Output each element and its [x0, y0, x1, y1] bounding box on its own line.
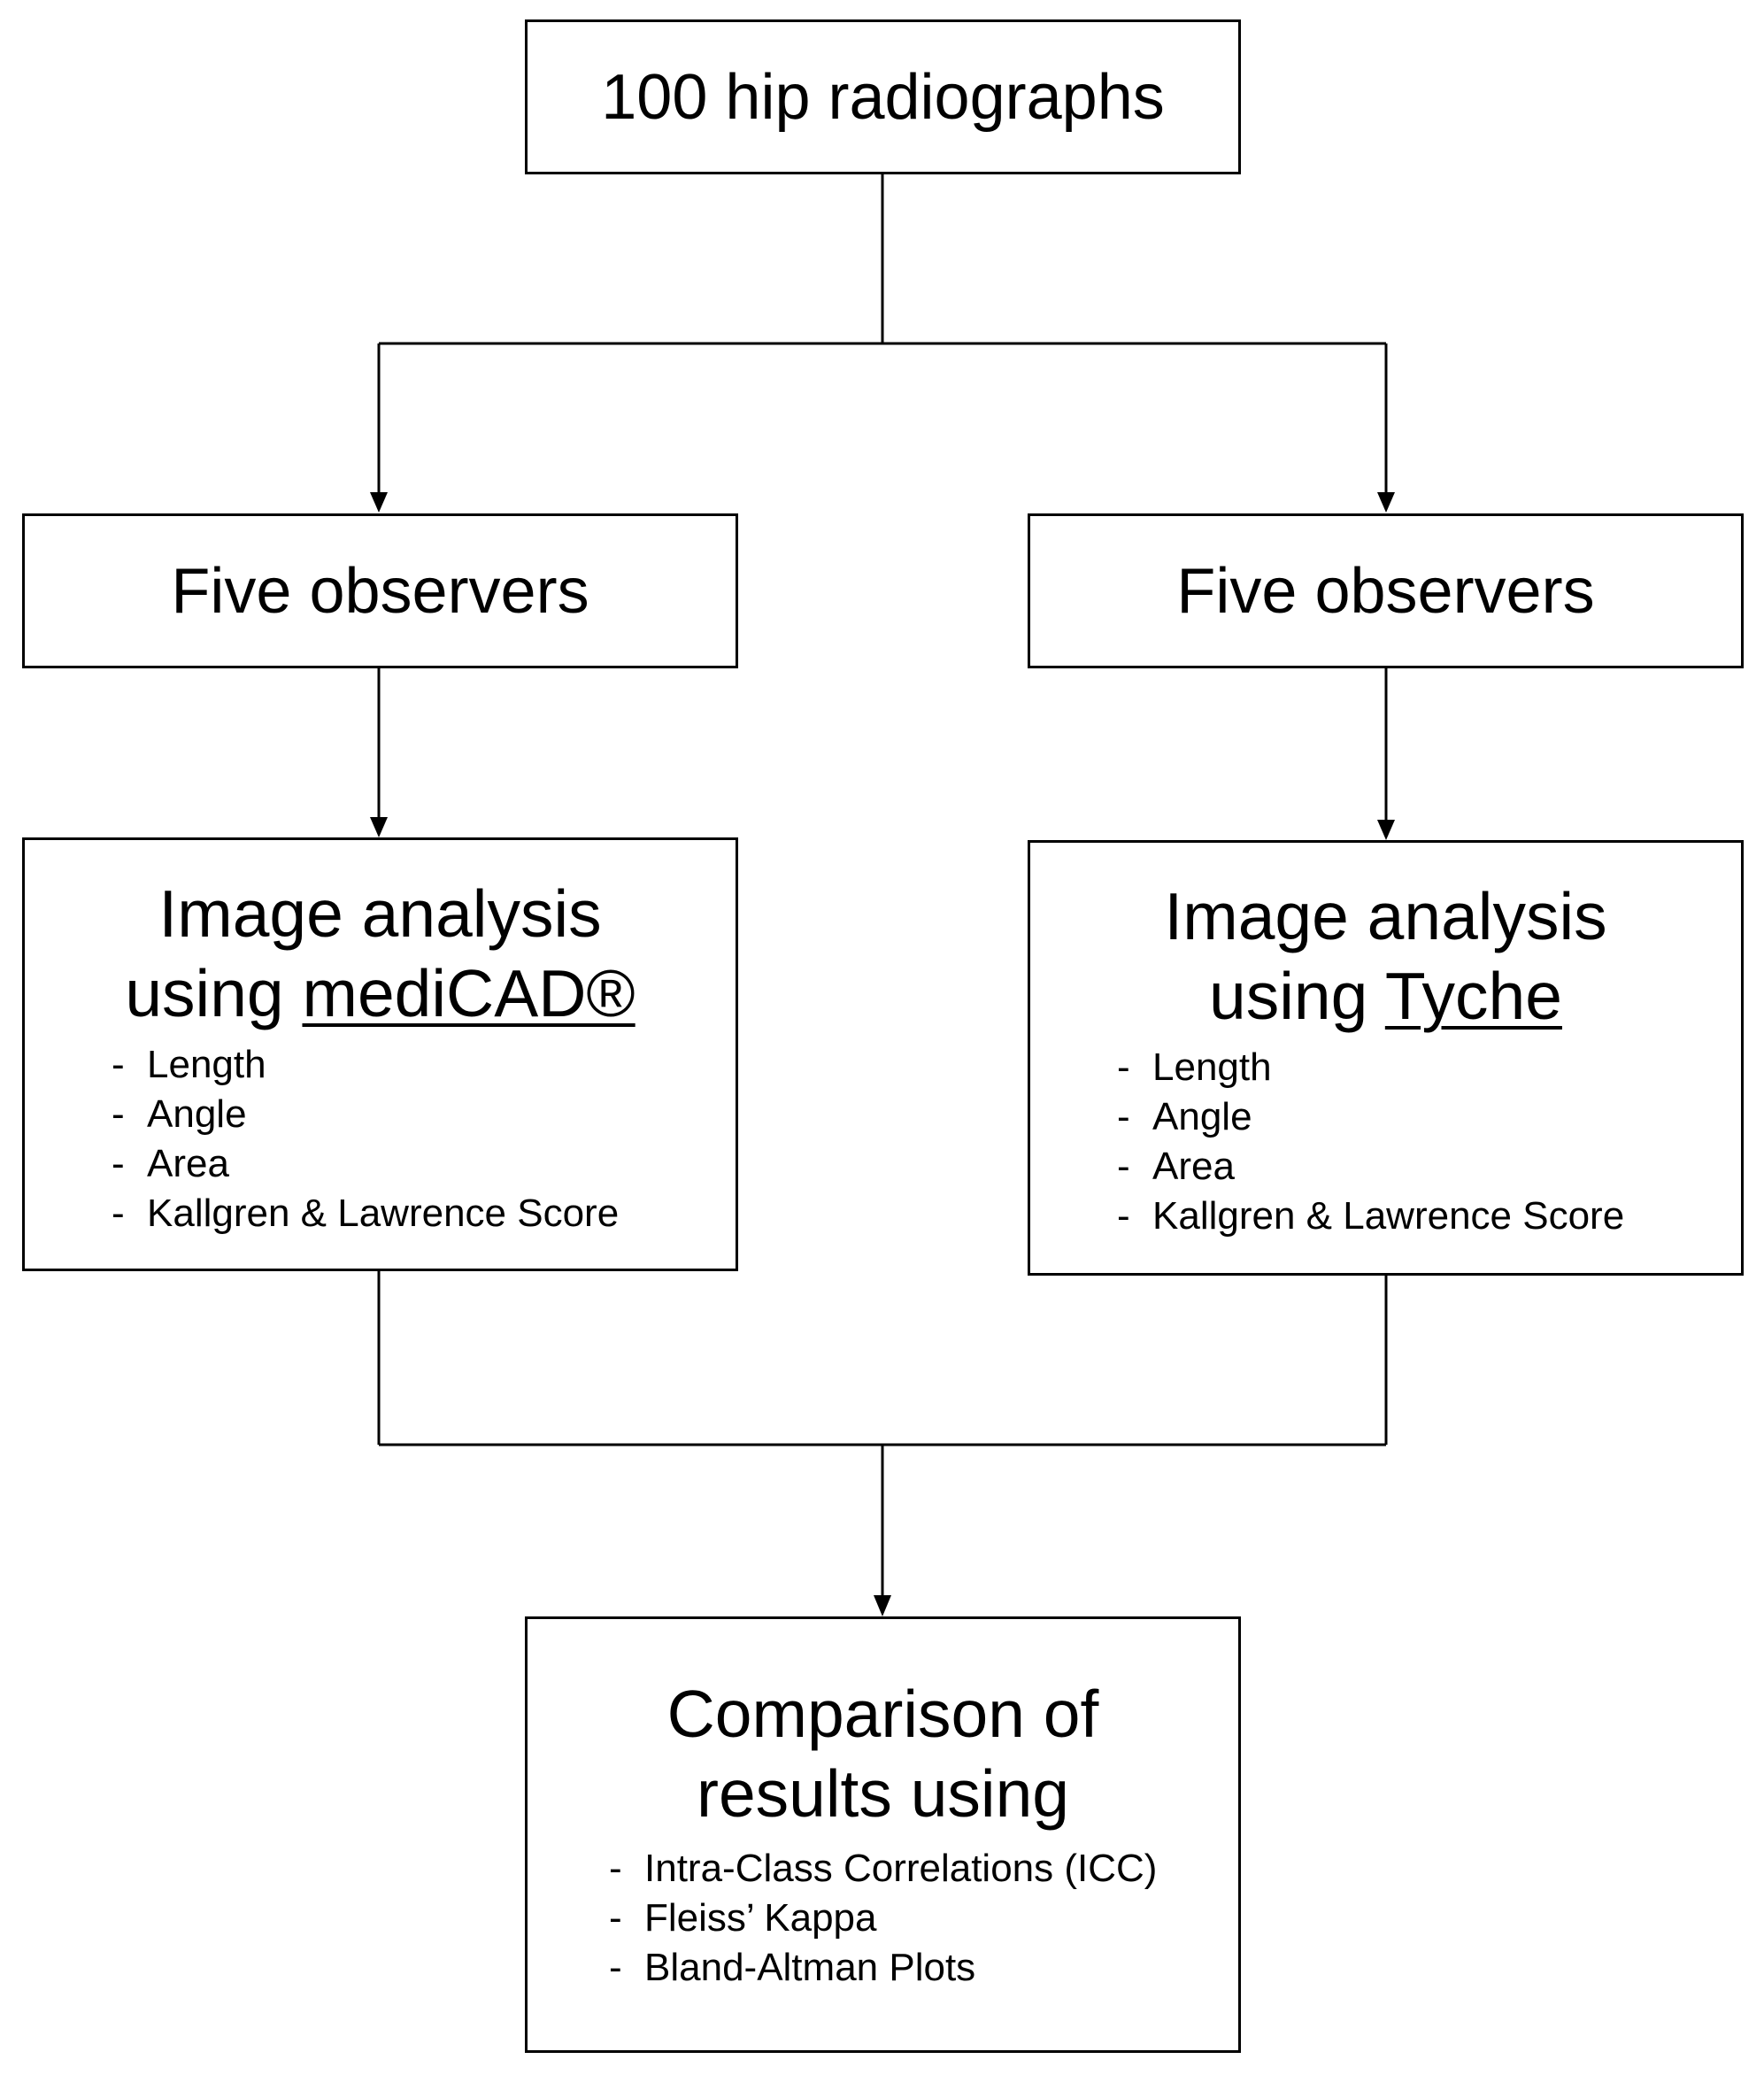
list-item: -Fleiss’ Kappa	[609, 1896, 877, 1940]
list-item: -Length	[1117, 1045, 1272, 1089]
arrowhead-right-observers	[1377, 492, 1395, 513]
right-analysis-prefix: using	[1209, 959, 1385, 1033]
left-analysis-prefix: using	[125, 956, 303, 1030]
list-item: -Bland-Altman Plots	[609, 1946, 976, 1989]
right-observers-box: Five observers	[1028, 513, 1744, 668]
comparison-title-line2: results using	[696, 1756, 1070, 1831]
list-item: -Area	[112, 1142, 229, 1185]
list-item: -Intra-Class Correlations (ICC)	[609, 1847, 1158, 1890]
left-analysis-title-line2: using mediCAD®	[25, 953, 736, 1033]
right-analysis-measures: -Length -Angle -Area -Kallgren & Lawrenc…	[1117, 1043, 1624, 1241]
comparison-methods: -Intra-Class Correlations (ICC) -Fleiss’…	[609, 1844, 1157, 1993]
right-analysis-tool-name: Tyche	[1384, 959, 1562, 1033]
arrowhead-right-analysis	[1377, 820, 1395, 840]
top-box-radiographs: 100 hip radiographs	[525, 19, 1241, 174]
comparison-box: Comparison of results using -Intra-Class…	[525, 1616, 1241, 2053]
list-item: -Angle	[112, 1092, 247, 1136]
left-analysis-tool-name: mediCAD®	[302, 956, 636, 1030]
list-item: -Area	[1117, 1145, 1235, 1188]
left-observers-label: Five observers	[171, 555, 589, 627]
right-observers-label: Five observers	[1176, 555, 1595, 627]
list-item: -Angle	[1117, 1095, 1252, 1138]
left-observers-box: Five observers	[22, 513, 738, 668]
right-analysis-title-line1: Image analysis	[1164, 879, 1607, 953]
list-item: -Kallgren & Lawrence Score	[1117, 1194, 1625, 1238]
comparison-title-line1: Comparison of	[666, 1677, 1099, 1751]
list-item: -Length	[112, 1043, 266, 1086]
top-box-title: 100 hip radiographs	[601, 61, 1165, 133]
right-analysis-title-line2: using Tyche	[1030, 956, 1741, 1036]
arrowhead-left-analysis	[370, 817, 388, 837]
arrowhead-left-observers	[370, 492, 388, 513]
left-analysis-box: Image analysis using mediCAD® -Length -A…	[22, 837, 738, 1271]
arrowhead-comparison	[874, 1595, 891, 1616]
right-analysis-box: Image analysis using Tyche -Length -Angl…	[1028, 840, 1744, 1276]
left-analysis-title-line1: Image analysis	[158, 876, 602, 951]
left-analysis-measures: -Length -Angle -Area -Kallgren & Lawrenc…	[112, 1040, 619, 1238]
list-item: -Kallgren & Lawrence Score	[112, 1192, 620, 1235]
